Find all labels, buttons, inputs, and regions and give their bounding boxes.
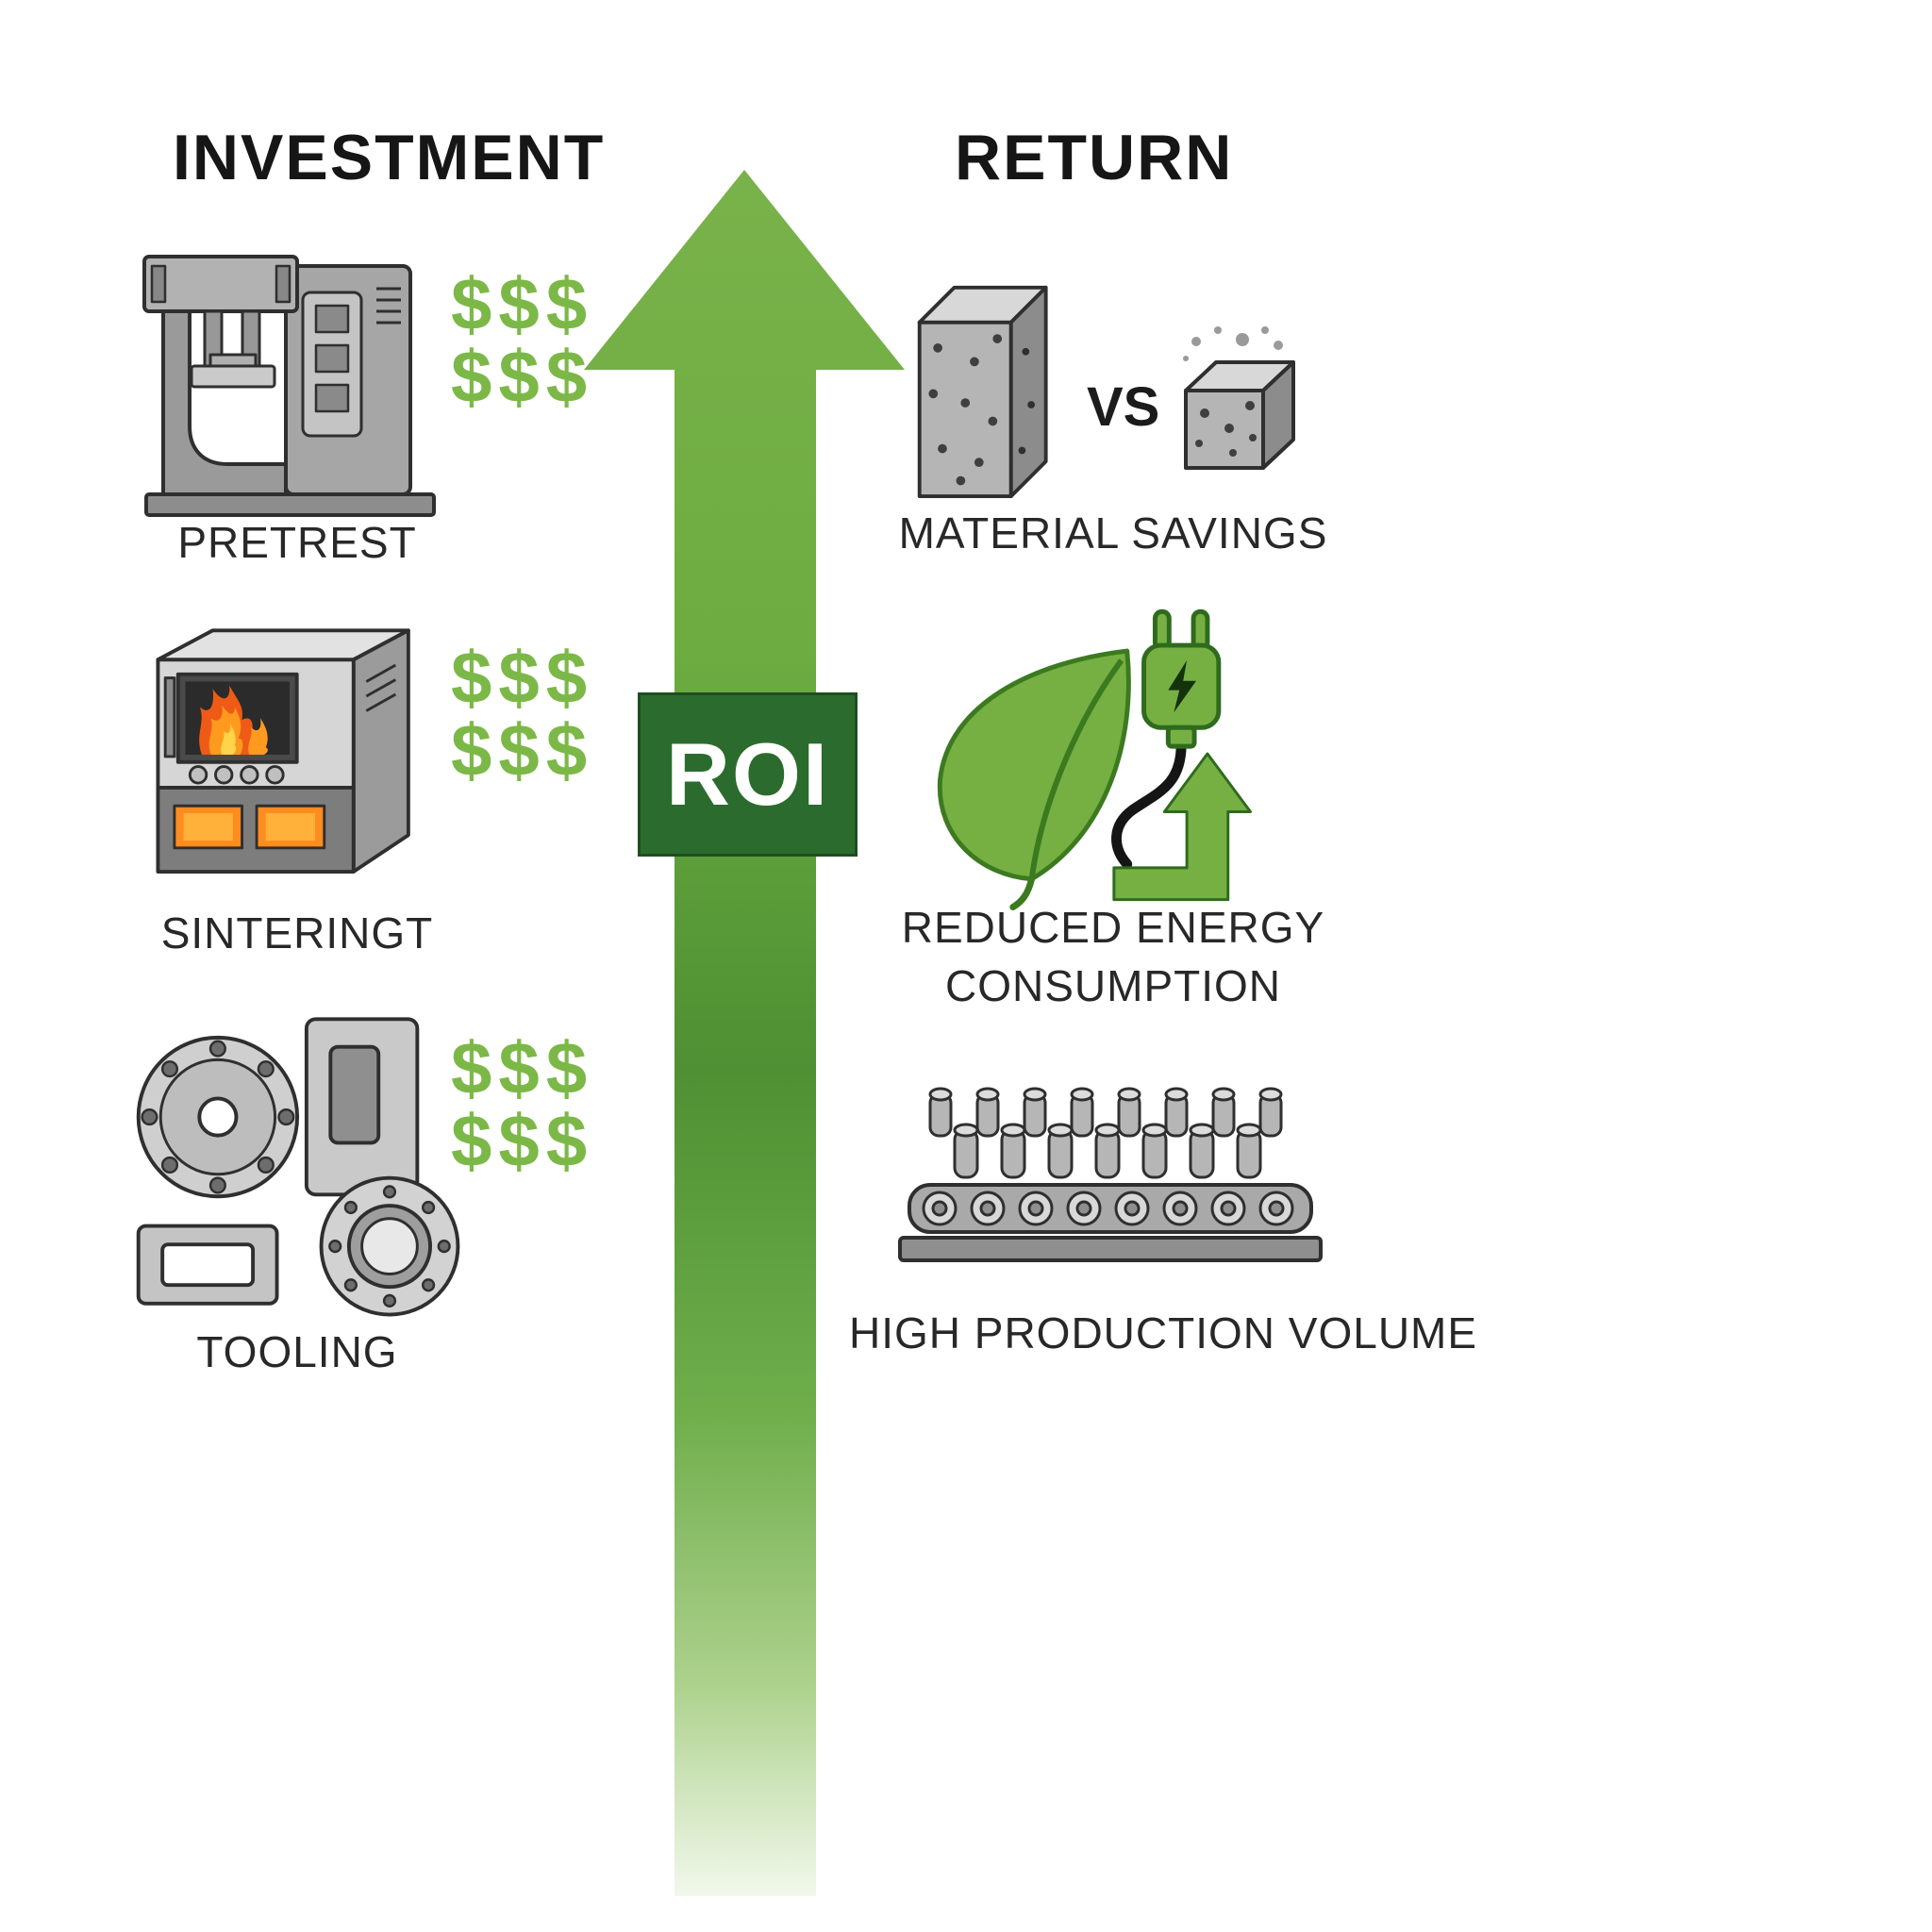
sintering-label: SINTERINGT <box>160 908 434 958</box>
reduced-energy-label-line1: REDUCED ENERGY <box>901 903 1325 952</box>
tooling-icon <box>136 1017 460 1317</box>
press-machine-icon <box>142 255 436 517</box>
dollar-row: $$$ <box>451 708 594 791</box>
tooling-label: TOOLING <box>196 1327 398 1376</box>
dollar-row: $$$ <box>451 1099 594 1182</box>
high-production-label: HIGH PRODUCTION VOLUME <box>849 1308 1478 1357</box>
dollar-signs: $$$ $$$ <box>451 1026 594 1182</box>
roi-badge: ROI <box>638 692 858 857</box>
return-column-title: RETURN <box>955 122 1234 193</box>
leaf-plug-energy-icon <box>937 608 1252 911</box>
dollar-signs: $$$ $$$ <box>451 641 593 787</box>
conveyor-production-icon <box>898 1087 1323 1262</box>
material-savings-label: MATERIAL SAVINGS <box>898 508 1328 558</box>
material-block-large-icon <box>917 285 1048 498</box>
dollar-row: $$$ <box>451 636 594 719</box>
material-savings-group: VS <box>910 274 1325 509</box>
vs-label: VS <box>1087 376 1160 438</box>
press-label: PRETREST <box>177 518 417 567</box>
material-block-small-icon <box>1183 326 1296 470</box>
dollar-row: $$$ <box>451 335 594 418</box>
roi-arrow-icon <box>584 170 905 1896</box>
dollar-row: $$$ <box>451 262 594 345</box>
investment-column-title: INVESTMENT <box>173 122 606 193</box>
sintering-furnace-icon <box>156 628 410 874</box>
roi-label: ROI <box>665 724 830 824</box>
dollar-signs: $$$ $$$ <box>451 262 594 418</box>
reduced-energy-label-line2: CONSUMPTION <box>945 961 1281 1010</box>
dollar-row: $$$ <box>451 1026 594 1109</box>
